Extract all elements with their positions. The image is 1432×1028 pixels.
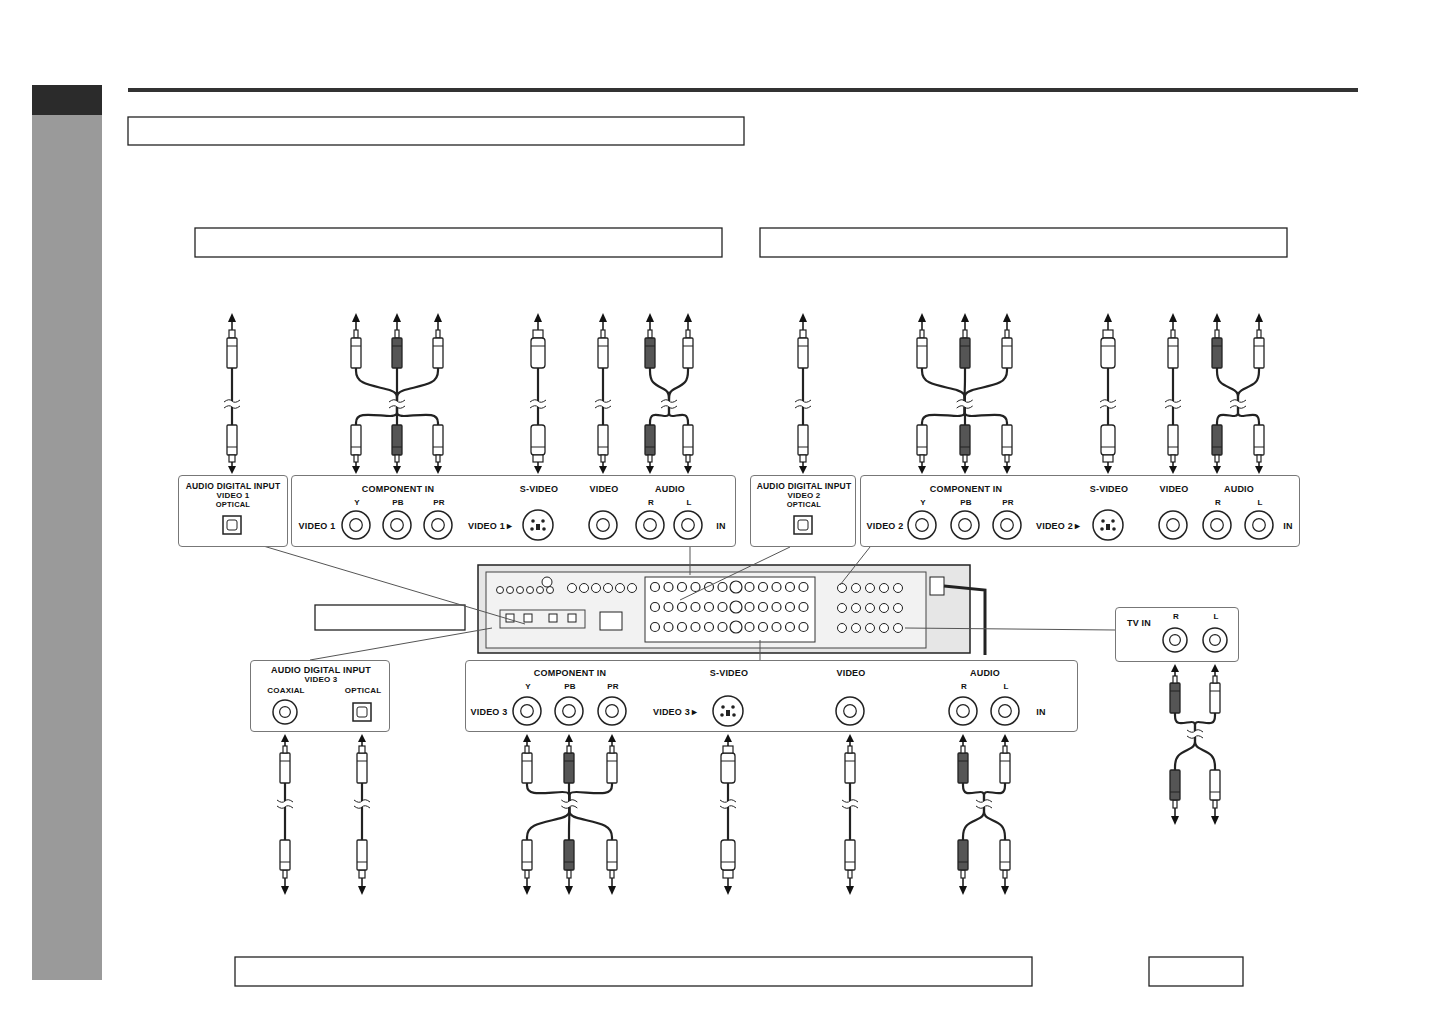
panel-label: VIDEO: [1159, 485, 1188, 494]
panel-label: VIDEO: [836, 669, 865, 678]
empty-heading-box: [195, 228, 722, 257]
panel-label: Y: [354, 499, 360, 507]
cable: [530, 313, 546, 474]
layout-art: [32, 85, 1358, 986]
panel-ground: [465, 660, 1078, 732]
panel-label: IN: [716, 522, 725, 531]
panel-label: COMPONENT IN: [930, 485, 1002, 494]
cable: [917, 313, 1012, 474]
digital-input-panel: AUDIO DIGITAL INPUTVIDEO 1OPTICAL: [178, 475, 288, 547]
cable: [595, 313, 611, 474]
panel-label: OPTICAL: [216, 501, 250, 509]
cable: [958, 734, 1010, 895]
panel-label: VIDEO 2: [867, 522, 904, 531]
panel-label: S-VIDEO: [710, 669, 748, 678]
panel-label: IN: [1036, 708, 1045, 717]
cable: [645, 313, 693, 474]
panel-label: VIDEO 2►: [1036, 522, 1082, 531]
panel-label: VIDEO 1: [299, 522, 336, 531]
panel-ground: [250, 660, 390, 732]
panel-label: R: [961, 683, 967, 691]
panel-label: COMPONENT IN: [534, 669, 606, 678]
digital-input-panel: AUDIO DIGITAL INPUTVIDEO 3COAXIAL OPTICAL: [250, 660, 390, 732]
leader-line: [310, 628, 492, 660]
panel-label: R: [1173, 613, 1179, 621]
panel-label: Y: [920, 499, 926, 507]
panel-label: TV IN: [1127, 619, 1151, 628]
cable: [1165, 313, 1181, 474]
cable: [522, 734, 617, 895]
leader-line: [905, 628, 1115, 630]
panel-label: PR: [607, 683, 619, 691]
panel-label: VIDEO 2: [788, 492, 821, 500]
panel-label: COAXIAL: [267, 687, 304, 695]
panel-label: VIDEO 3: [471, 708, 508, 717]
cable: [277, 734, 293, 895]
panel-label: COMPONENT IN: [362, 485, 434, 494]
tv-input-panel: TV IN R L: [1115, 607, 1239, 662]
panel-label: L: [1003, 683, 1008, 691]
panel-label: AUDIO DIGITAL INPUT: [186, 482, 281, 491]
panel-label: R: [1215, 499, 1221, 507]
panel-label: AUDIO: [655, 485, 685, 494]
panel-label: PB: [392, 499, 404, 507]
panel-label: R: [648, 499, 654, 507]
panel-label: VIDEO 1►: [468, 522, 514, 531]
panel-label: PB: [960, 499, 972, 507]
cables: [224, 313, 1264, 895]
panel-ground: [750, 475, 856, 547]
panel-label: AUDIO DIGITAL INPUT: [271, 666, 371, 675]
leader-line: [840, 547, 870, 585]
panel-label: PR: [1002, 499, 1014, 507]
jacks: [223, 510, 1273, 726]
panel-label: S-VIDEO: [520, 485, 558, 494]
cable: [1100, 313, 1116, 474]
video-input-panel: COMPONENT IN VIDEO 1 Y PB PR S-VIDEO VIDEO 1► V…: [291, 475, 736, 547]
panel-label: S-VIDEO: [1090, 485, 1128, 494]
cable: [795, 313, 811, 474]
empty-heading-box: [1149, 957, 1243, 986]
panel-label: IN: [1283, 522, 1292, 531]
panel-label: PB: [564, 683, 576, 691]
panel-label: OPTICAL: [345, 687, 382, 695]
panel-label: VIDEO 3: [305, 676, 338, 684]
empty-heading-box: [315, 605, 465, 630]
digital-input-panel: AUDIO DIGITAL INPUTVIDEO 2OPTICAL: [750, 475, 856, 547]
panel-label: VIDEO 1: [217, 492, 250, 500]
leader-line: [760, 640, 761, 660]
empty-heading-box: [760, 228, 1287, 257]
cable: [1212, 313, 1264, 474]
panel-ground: [291, 475, 736, 547]
panel-label: AUDIO: [1224, 485, 1254, 494]
leader-line: [260, 545, 525, 624]
empty-heading-box: [235, 957, 1032, 986]
panel-label: L: [686, 499, 691, 507]
panel-ground: [1115, 607, 1239, 662]
receiver-rear-panel: [478, 565, 985, 655]
panel-label: L: [1213, 613, 1218, 621]
empty-heading-box: [128, 117, 744, 145]
leader-line: [690, 547, 691, 575]
panel-label: OPTICAL: [787, 501, 821, 509]
cable: [351, 313, 443, 474]
leader-line: [680, 547, 790, 600]
video-input-panel: COMPONENT IN VIDEO 3 Y PB PR S-VIDEO VIDEO 3► V…: [465, 660, 1078, 732]
cable: [720, 734, 736, 895]
video-input-panel: COMPONENT IN VIDEO 2 Y PB PR S-VIDEO VIDEO 2► V…: [860, 475, 1300, 547]
panel-ground: [860, 475, 1300, 547]
panel-label: AUDIO: [970, 669, 1000, 678]
cable: [224, 313, 240, 474]
panel-label: VIDEO 3►: [653, 708, 699, 717]
panel-label: L: [1257, 499, 1262, 507]
cable: [1170, 664, 1220, 825]
panel-label: PR: [433, 499, 445, 507]
panel-label: Y: [525, 683, 531, 691]
cable: [842, 734, 858, 895]
panel-label: AUDIO DIGITAL INPUT: [757, 482, 852, 491]
panel-ground: [178, 475, 288, 547]
panel-label: VIDEO: [589, 485, 618, 494]
cable: [354, 734, 370, 895]
